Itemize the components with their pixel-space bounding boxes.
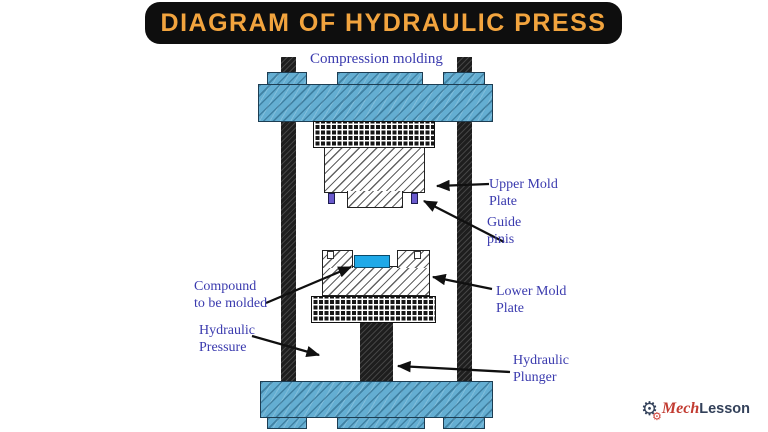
title-banner: DIAGRAM OF HYDRAULIC PRESS — [145, 2, 622, 44]
label-line: pinis — [487, 232, 515, 247]
label-line: Lower Mold — [496, 284, 567, 299]
lower-heating-platen — [311, 296, 436, 323]
label-hydraulic-pressure: Hydraulic Pressure — [199, 322, 255, 356]
label-line: Hydraulic — [513, 353, 569, 368]
logo-text-mech: Mech — [661, 400, 700, 417]
gear-icon: ⚙ — [641, 397, 659, 420]
page-title: DIAGRAM OF HYDRAULIC PRESS — [160, 8, 607, 37]
upper-heating-platen — [313, 121, 435, 148]
label-upper-mold-plate: Upper Mold Plate — [489, 176, 558, 210]
label-line: Pressure — [199, 340, 247, 355]
label-line: Upper Mold — [489, 177, 558, 192]
label-compound: Compound to be molded — [194, 278, 267, 312]
base-foot-left — [267, 417, 307, 429]
guide-pin-right — [411, 193, 418, 204]
hydraulic-plunger-shaft — [360, 323, 393, 381]
label-line: Hydraulic — [199, 323, 255, 338]
caption-text: Compression molding — [310, 51, 443, 67]
label-lower-mold-plate: Lower Mold Plate — [496, 283, 566, 317]
base-plate — [260, 381, 493, 418]
label-hydraulic-plunger: Hydraulic Plunger — [513, 352, 569, 386]
compound-block — [354, 255, 390, 268]
top-plate — [258, 84, 493, 122]
gear-small-icon: ⚙ — [652, 409, 662, 423]
label-line: Plate — [496, 301, 524, 316]
guide-pin-hole-left — [327, 251, 334, 259]
logo-text-lesson: Lesson — [699, 401, 751, 417]
upper-mold-plate — [324, 147, 425, 193]
guide-pin-left — [328, 193, 335, 204]
label-line: Compound — [194, 279, 257, 294]
base-foot-right — [443, 417, 485, 429]
guide-pin-hole-right — [414, 251, 421, 259]
base-foot-center — [337, 417, 425, 429]
label-line: Plunger — [513, 370, 557, 385]
label-line: Guide — [487, 215, 522, 230]
caption-compression-molding: Compression molding — [310, 51, 443, 68]
lower-mold-shoulder-right — [397, 250, 430, 268]
label-line: Plate — [489, 194, 517, 209]
label-guide-pins: Guide pinis — [487, 214, 521, 248]
upper-mold-step — [347, 191, 403, 208]
arrow-hydraulic-plunger — [396, 360, 511, 374]
lower-mold-body — [322, 266, 430, 296]
label-line: to be molded — [194, 296, 268, 311]
